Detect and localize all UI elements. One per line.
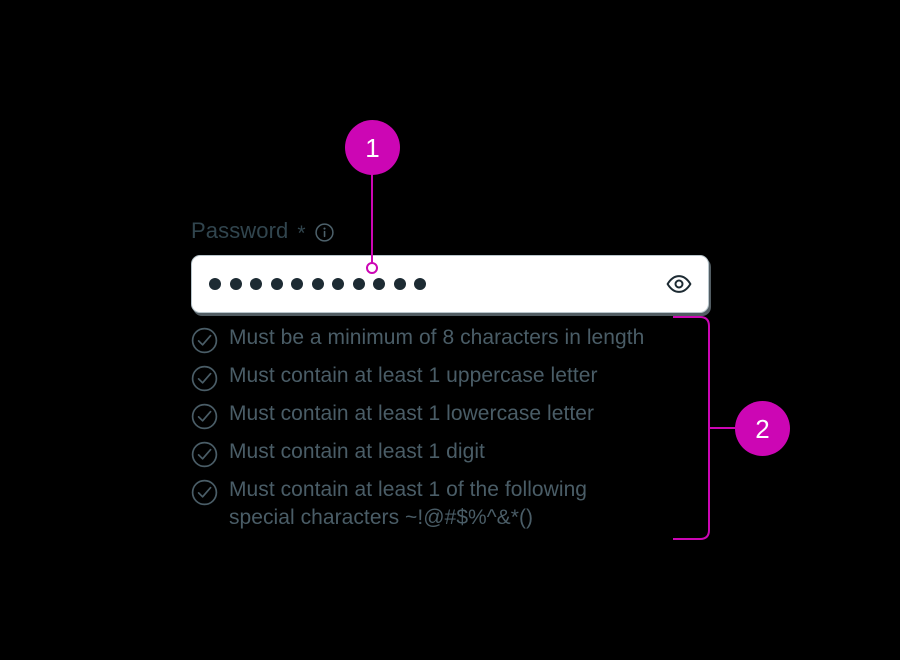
mask-dot <box>352 278 365 290</box>
check-circle-icon <box>191 365 218 392</box>
list-item: Must contain at least 1 lowercase letter <box>191 400 711 430</box>
password-input[interactable] <box>191 255 709 313</box>
check-circle-icon <box>191 441 218 468</box>
requirement-text: Must be a minimum of 8 characters in len… <box>229 326 645 349</box>
requirement-text-line1: Must contain at least 1 of the following <box>229 478 588 501</box>
list-item: Must contain at least 1 uppercase letter <box>191 362 711 392</box>
requirement-text: Must contain at least 1 digit <box>229 440 485 463</box>
requirement-text-multiline: Must contain at least 1 of the following… <box>229 476 587 532</box>
mask-dot <box>270 278 283 290</box>
password-label-row: Password * <box>191 216 334 246</box>
callout-badge-1[interactable]: 1 <box>345 120 400 175</box>
list-item: Must be a minimum of 8 characters in len… <box>191 324 711 354</box>
callout-badge-1-label: 1 <box>365 132 380 163</box>
mask-dot <box>250 278 262 290</box>
mask-dot <box>393 278 406 290</box>
list-item: Must contain at least 1 of the following… <box>191 476 711 532</box>
eye-icon[interactable] <box>666 273 692 295</box>
check-circle-icon <box>191 479 218 506</box>
password-label: Password <box>191 218 289 243</box>
required-asterisk: * <box>297 221 306 245</box>
callout-1-endpoint-dot <box>366 262 378 274</box>
password-masked-value <box>209 256 426 312</box>
callout-2-leader-line <box>709 427 735 429</box>
list-item: Must contain at least 1 digit <box>191 438 711 468</box>
info-circle-icon[interactable] <box>314 222 334 242</box>
requirement-text: Must contain at least 1 uppercase letter <box>229 364 598 387</box>
check-circle-icon <box>191 403 218 430</box>
mask-dot <box>332 278 344 290</box>
mask-dot <box>229 278 242 290</box>
check-circle-icon <box>191 327 218 354</box>
password-requirements-list: Must be a minimum of 8 characters in len… <box>191 324 711 540</box>
callout-2-bracket <box>672 316 710 540</box>
requirement-text-line2: special characters ~!@#$%^&*() <box>229 506 534 529</box>
callout-badge-2[interactable]: 2 <box>735 401 790 456</box>
mask-dot <box>373 278 385 290</box>
mask-dot <box>414 278 426 290</box>
mask-dot <box>291 278 303 290</box>
callout-1-leader-line <box>371 173 373 265</box>
callout-badge-2-label: 2 <box>755 413 770 444</box>
requirement-text: Must contain at least 1 lowercase letter <box>229 402 595 425</box>
mask-dot <box>311 278 324 290</box>
mask-dot <box>209 278 221 290</box>
